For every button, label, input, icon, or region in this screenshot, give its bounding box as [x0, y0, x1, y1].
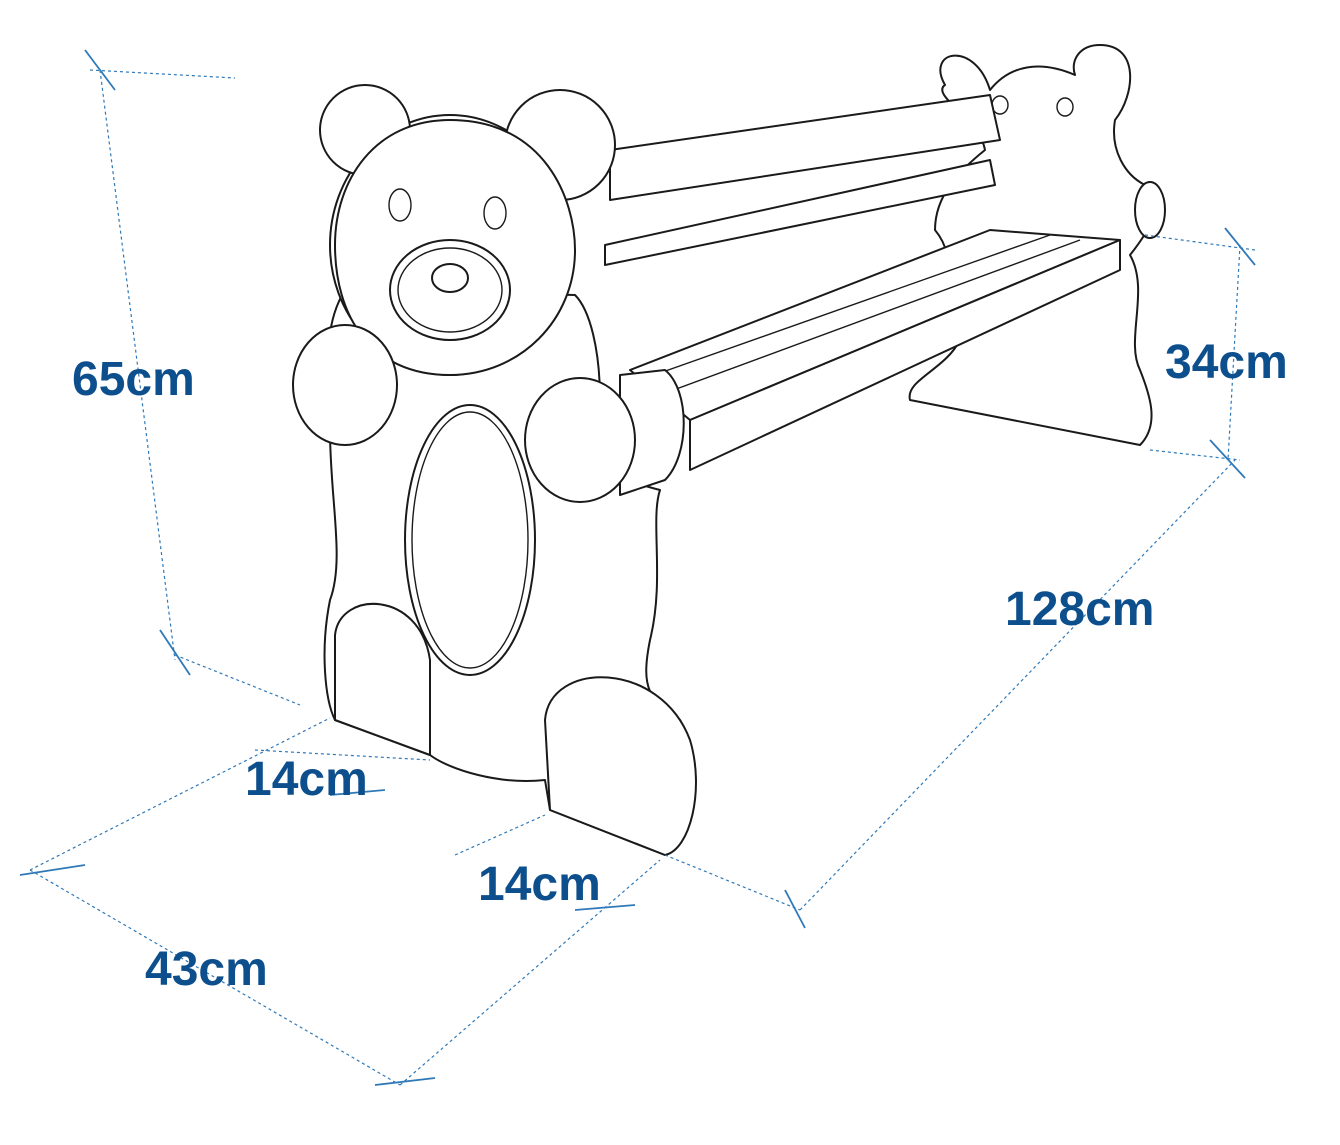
front-leg-label: 14cm	[245, 753, 368, 806]
backrest-slats	[604, 94, 1001, 266]
height-label: 65cm	[72, 353, 195, 406]
depth-label: 43cm	[145, 943, 268, 996]
front-bear-panel	[292, 84, 697, 856]
dimension-lines	[19, 49, 1256, 1086]
rear-leg-label: 14cm	[478, 858, 601, 911]
seat-height-label: 34cm	[1165, 336, 1288, 389]
length-label: 128cm	[1005, 583, 1154, 636]
